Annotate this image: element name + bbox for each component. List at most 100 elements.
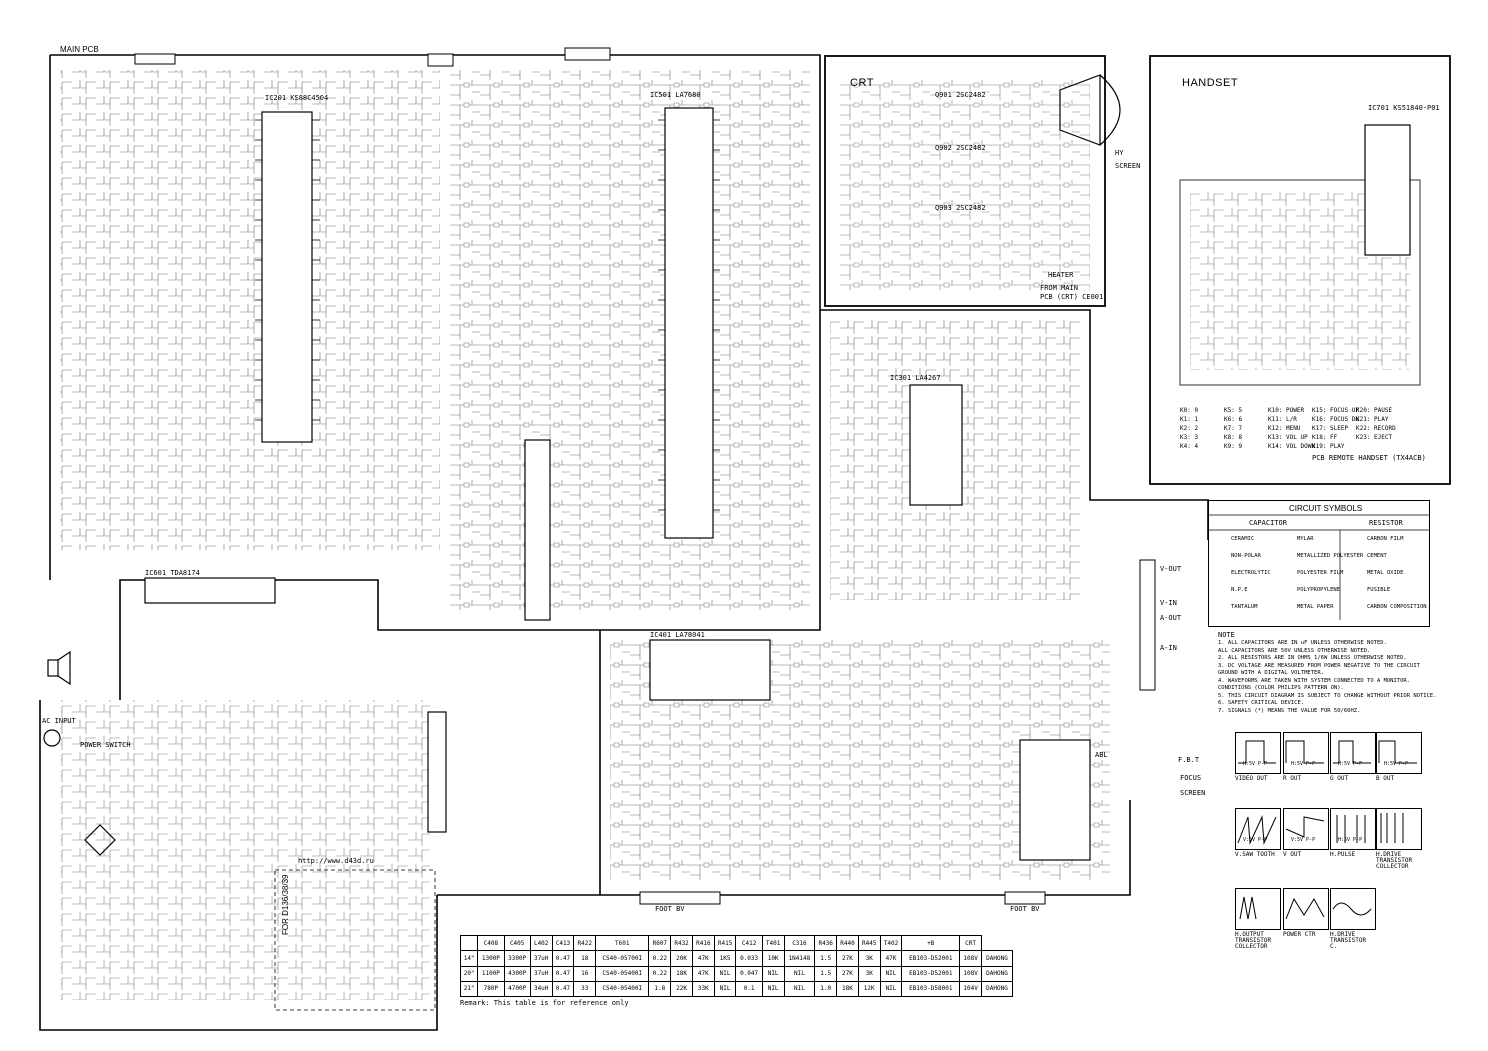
note-item: 6. SAFETY CRITICAL DEVICE. (1218, 700, 1305, 706)
main-pcb-label: MAIN PCB (60, 45, 99, 54)
parts-table-header-cell: R607 (648, 934, 672, 952)
circuit-symbol-entry: CARBON FILM (1367, 536, 1404, 542)
parts-table-cell: 37uH (529, 950, 553, 967)
waveform-box (1235, 888, 1281, 930)
screen-label: SCREEN (1180, 789, 1206, 797)
remote-key-entry: K18: FF (1312, 434, 1338, 441)
waveform-label: R OUT (1283, 775, 1302, 782)
heater-label: HEATER (1048, 271, 1074, 279)
parts-table-cell: 108V (959, 965, 982, 982)
parts-table-cell: EB103-D58001 (901, 980, 961, 998)
remote-key-entry: K20: PAUSE (1356, 407, 1393, 414)
waveform-trace (1332, 902, 1372, 916)
waveform-box (1376, 732, 1422, 774)
parts-table-header-cell: T601 (595, 934, 650, 952)
waveform-trace (1239, 896, 1257, 920)
circuit-symbol-entry: METALLIZED POLYESTER (1297, 553, 1364, 559)
a-out-label: A-OUT (1160, 614, 1182, 622)
remote-key-entry: K2: 2 (1180, 425, 1199, 432)
parts-table-cell: 3300P (503, 950, 531, 967)
parts-table-header-cell: R416 (691, 934, 715, 952)
circuit-symbol-entry: N.P.E (1231, 587, 1248, 593)
parts-table-header-cell: R440 (836, 934, 859, 952)
waveform-line (1378, 740, 1417, 764)
v-out-label: V-OUT (1160, 565, 1182, 573)
parts-table-cell: DAHONG (980, 980, 1014, 998)
note-item: 2. ALL RESISTORS ARE IN OHMS 1/6W UNLESS… (1218, 655, 1407, 661)
waveform-line (1239, 896, 1257, 920)
parts-table-header-cell: C413 (551, 934, 575, 952)
parts-table-cell: 0.47 (551, 980, 575, 998)
power-switch-label: POWER SWITCH (80, 741, 131, 749)
ic601-body (144, 577, 276, 604)
waveform-trace (1285, 816, 1325, 838)
note-item: ALL CAPACITORS ARE 50V UNLESS OTHERWISE … (1218, 647, 1371, 654)
foot-right-label: FOOT BV (1010, 905, 1040, 913)
parts-table-cell: 3K (857, 950, 881, 967)
fbt-body (1019, 739, 1091, 861)
ic301-label: IC301 LA4267 (890, 374, 941, 382)
parts-table-cell: 47K (691, 965, 715, 982)
focus-label: FOCUS (1180, 774, 1202, 782)
q901-label: Q901 2SC2482 (935, 91, 986, 99)
watermark-text: http://www.d43d.ru (298, 857, 374, 865)
waveform-box (1330, 808, 1376, 850)
remote-key-entry: K19: PLAY (1312, 443, 1345, 450)
waveform-scale: H:5V P-P (1338, 837, 1363, 843)
parts-table-header-cell: C316 (783, 934, 816, 952)
circuit-symbol-entry: METAL PAPER (1297, 604, 1334, 610)
remote-key-entry: K6: 6 (1224, 416, 1243, 423)
parts-table-cell: 0.22 (648, 965, 672, 982)
waveform-box (1283, 888, 1329, 930)
remark-text: Remark: This table is for reference only (460, 999, 629, 1007)
parts-table-cell: 1.8 (648, 980, 672, 998)
fbt-label: F.B.T (1178, 756, 1200, 764)
waveform-line (1333, 740, 1371, 764)
parts-table-cell: 18 (573, 950, 597, 967)
capacitor-header: CAPACITOR (1249, 519, 1287, 527)
parts-table-cell: 780P (477, 980, 505, 998)
note-item: CONDITIONS (COLOR PHILIPS PATTERN ON). (1218, 685, 1344, 691)
waveform-line (1285, 897, 1325, 920)
remote-key-entry: K22: RECORD (1356, 425, 1396, 432)
remote-key-entry: K1: 1 (1180, 416, 1199, 423)
parts-table-cell: NIL (761, 965, 785, 982)
note-item: 5. THIS CIRCUIT DIAGRAM IS SUBJECT TO CH… (1218, 692, 1437, 699)
parts-table-header-cell: T401 (761, 934, 785, 952)
waveform-scale: H:5V P-P (1243, 761, 1268, 767)
parts-table-cell: 47K (691, 950, 715, 967)
parts-table-cell: CS40-05400I (595, 965, 650, 982)
parts-table-header-cell: +B (901, 934, 961, 952)
q903-label: Q903 2SC2482 (935, 204, 986, 212)
circuit-symbol-entry: CEMENT (1367, 553, 1387, 559)
parts-table-cell: 33K (691, 980, 715, 998)
waveform-label: H.DRIVE TRANSISTOR COLLECTOR (1376, 851, 1413, 870)
circuit-symbol-entry: METAL OXIDE (1367, 570, 1404, 576)
parts-table-cell: 21" (459, 980, 479, 998)
waveform-scale: H:5V P-P (1291, 761, 1316, 767)
parts-table-cell: 22K (670, 980, 693, 998)
parts-table-cell: 47K (879, 950, 903, 967)
waveform-trace (1336, 815, 1366, 843)
parts-table-header-cell: C412 (735, 934, 763, 952)
remote-key-entry: K11: L/R (1268, 416, 1297, 423)
note-item: 7. SIGNALS (*) MEANS THE VALUE FOR 50/60… (1218, 707, 1361, 714)
waveform-label: POWER CTR (1283, 931, 1316, 938)
waveform-label: V OUT (1283, 851, 1302, 858)
crt-panel (824, 55, 1106, 307)
waveform-trace (1285, 740, 1324, 764)
parts-table-cell: 33 (573, 980, 597, 998)
parts-table-header-cell: R445 (857, 934, 881, 952)
remote-key-entry: K23: EJECT (1356, 434, 1393, 441)
waveform-scale: H:5V P-P (1384, 761, 1409, 767)
remote-key-entry: K15: FOCUS UP (1312, 407, 1359, 414)
handset-panel (1149, 55, 1451, 485)
waveform-scale: V:5V P-P (1291, 837, 1316, 843)
hy-label: HY (1115, 149, 1124, 157)
waveform-trace (1237, 815, 1277, 845)
waveform-line (1380, 813, 1404, 843)
ic301-body (909, 384, 963, 506)
remote-key-entry: K3: 3 (1180, 434, 1199, 441)
